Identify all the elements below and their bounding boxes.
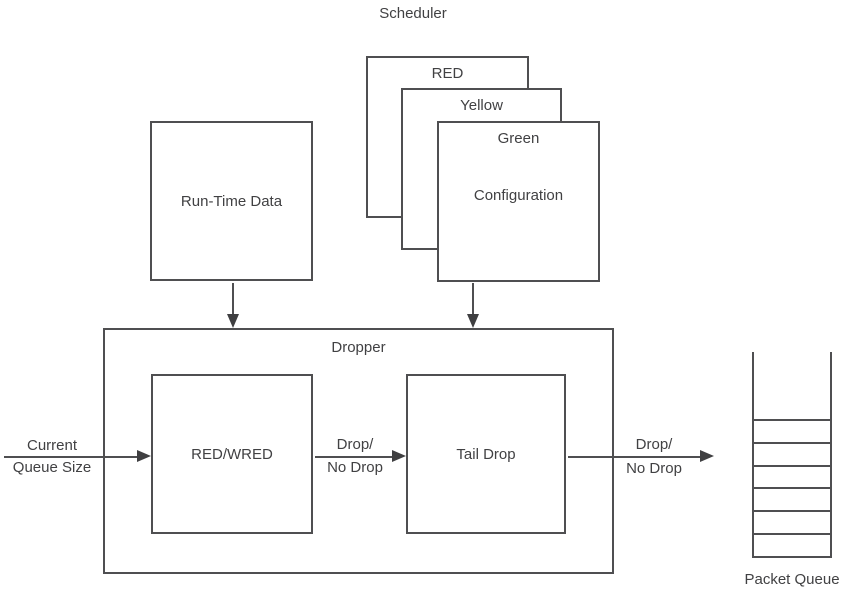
packet-queue-slots (754, 419, 830, 556)
arrowhead-right-icon (137, 450, 151, 462)
green-plane-box: Green Configuration (437, 121, 600, 282)
red-wred-box: RED/WRED (151, 374, 313, 534)
dropper-label: Dropper (331, 339, 386, 356)
arrowhead-right-icon (392, 450, 406, 462)
queue-slot (754, 441, 830, 465)
red-wred-label: RED/WRED (191, 445, 273, 463)
arrow-line (315, 456, 393, 458)
arrow-line (472, 283, 474, 316)
tail-drop-label: Tail Drop (456, 445, 516, 463)
queue-slot (754, 533, 830, 556)
scheduler-title: Scheduler (379, 5, 447, 22)
queue-slot (754, 510, 830, 533)
yellow-plane-label: Yellow (460, 97, 503, 114)
queue-slot (754, 419, 830, 442)
runtime-data-label: Run-Time Data (180, 192, 283, 210)
queue-slot (754, 464, 830, 488)
configuration-label: Configuration (473, 187, 564, 204)
arrowhead-down-icon (227, 314, 239, 328)
arrowhead-down-icon (467, 314, 479, 328)
drop-no-drop-2-line1: Drop/ (635, 436, 673, 453)
arrowhead-right-icon (700, 450, 714, 462)
tail-drop-box: Tail Drop (406, 374, 566, 534)
arrow-line (232, 283, 234, 316)
packet-queue-label: Packet Queue (744, 571, 840, 588)
packet-queue-glyph (752, 352, 832, 558)
green-plane-label: Green (497, 130, 540, 147)
current-queue-size-label-line2: Queue Size (12, 459, 92, 476)
drop-no-drop-1-line2: No Drop (327, 459, 383, 476)
arrow-line (568, 456, 701, 458)
drop-no-drop-2-line2: No Drop (626, 460, 682, 477)
red-plane-label: RED (431, 65, 464, 82)
drop-no-drop-1-line1: Drop/ (336, 436, 374, 453)
current-queue-size-label-line1: Current (26, 437, 78, 454)
arrow-line (4, 456, 138, 458)
queue-slot (754, 487, 830, 510)
runtime-data-box: Run-Time Data (150, 121, 313, 281)
